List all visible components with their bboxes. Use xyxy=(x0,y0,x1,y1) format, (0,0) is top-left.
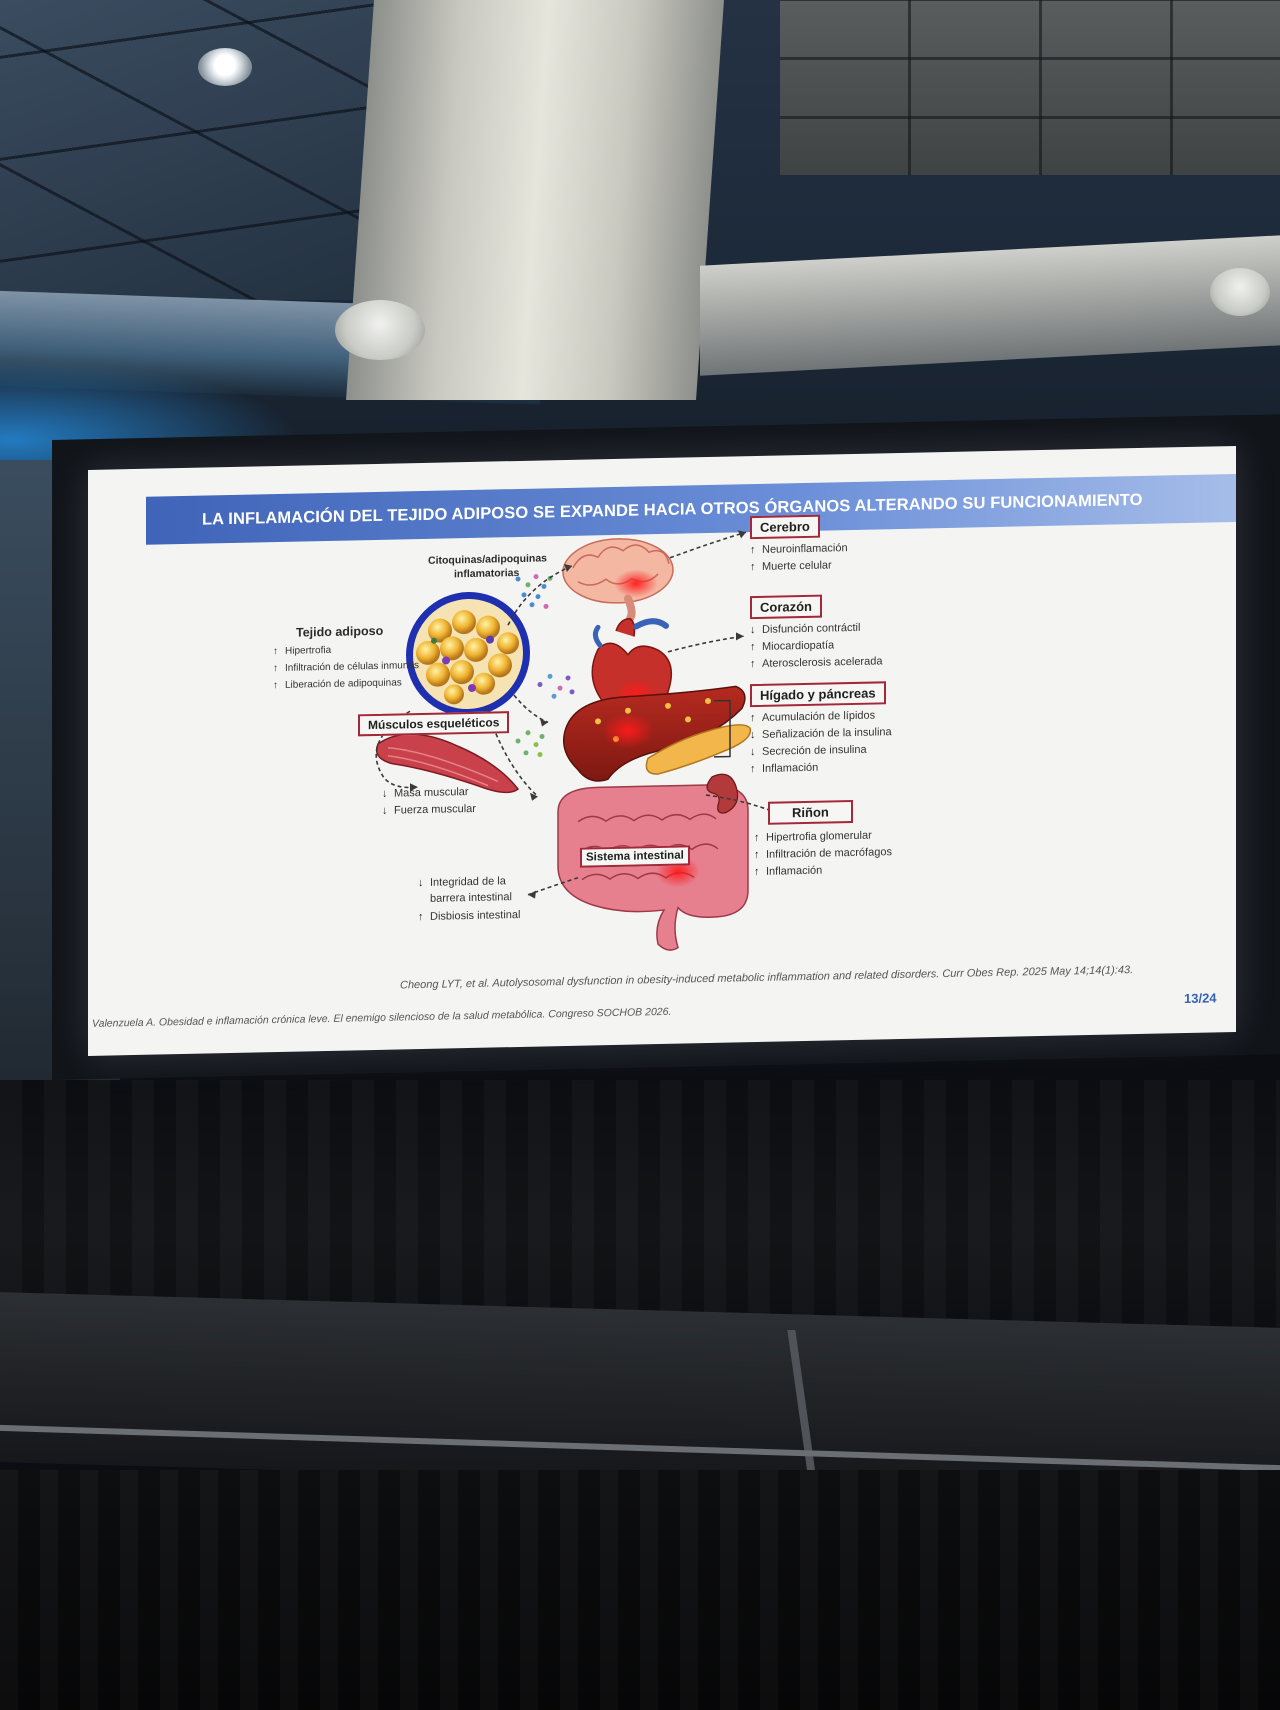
projected-slide: LA INFLAMACIÓN DEL TEJIDO ADIPOSO SE EXP… xyxy=(88,445,1236,1056)
connector-arrows xyxy=(375,531,779,896)
stage-skirt xyxy=(0,1470,1280,1710)
stage-platform xyxy=(0,1291,1280,1499)
ceiling-tiles-right xyxy=(780,0,1280,175)
skeletal-muscle-icon xyxy=(375,733,520,794)
muscle-item: ↓Masa muscular xyxy=(382,786,469,800)
brain-item: ↑Muerte celular xyxy=(750,559,832,574)
brain-label-box: Cerebro xyxy=(750,514,820,540)
kidney-icon xyxy=(706,773,739,814)
intestine-item: ↓Integridad de la xyxy=(418,875,506,890)
muscle-item: ↓Fuerza muscular xyxy=(382,802,476,817)
intestine-item: barrera intestinal xyxy=(430,891,512,905)
ceiling-light xyxy=(198,48,252,86)
pancreas-icon xyxy=(645,724,752,775)
liver-item: ↑Inflamación xyxy=(750,761,819,776)
adipose-item: ↑Hipertrofia xyxy=(273,644,332,658)
intestine-icon xyxy=(557,784,749,951)
adipose-title: Tejido adiposo xyxy=(296,623,384,640)
adipose-tissue-icon xyxy=(406,592,530,717)
kidney-item: ↑Hipertrofia glomerular xyxy=(754,829,872,845)
kidney-item: ↑Inflamación xyxy=(754,864,823,879)
intestine-label-box: Sistema intestinal xyxy=(580,845,690,868)
ceiling-speaker xyxy=(1210,268,1270,316)
liver-item: ↓Secreción de insulina xyxy=(750,743,867,759)
ceiling xyxy=(0,0,1280,470)
liver-bracket xyxy=(714,699,731,758)
muscle-label-box: Músculos esqueléticos xyxy=(358,711,510,737)
ceiling-molding xyxy=(700,234,1280,376)
heart-label-box: Corazón xyxy=(750,594,822,620)
kidney-label-box: Riñon xyxy=(768,799,853,825)
organ-illustrations xyxy=(375,530,779,951)
page-number: 13/24 xyxy=(1184,990,1217,1007)
brain-item: ↑Neuroinflamación xyxy=(750,542,848,557)
intestine-item: ↑Disbiosis intestinal xyxy=(418,908,521,924)
heart-item: ↑Miocardiopatía xyxy=(750,639,835,654)
ceiling-speaker xyxy=(335,300,425,360)
liver-label-box: Hígado y páncreas xyxy=(750,681,886,708)
brain-icon xyxy=(562,538,674,623)
cytokine-dots-icon xyxy=(515,574,575,758)
liver-icon xyxy=(563,685,746,782)
heart-item: ↓Disfunción contráctil xyxy=(750,621,861,637)
